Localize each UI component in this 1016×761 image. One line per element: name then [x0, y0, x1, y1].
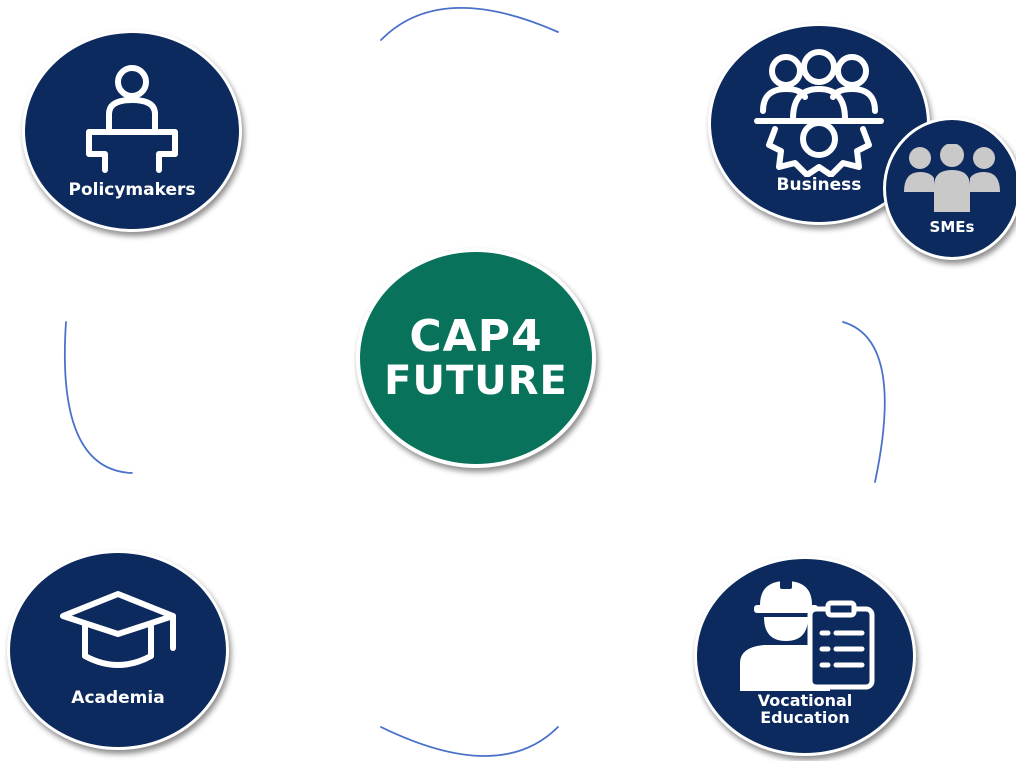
brand-line-2: FUTURE: [384, 358, 568, 404]
group-people-icon: [904, 143, 1000, 212]
smes-node: SMEs: [883, 117, 1016, 260]
people-gear-icon: [754, 49, 884, 178]
policymakers-label: Policymakers: [68, 180, 196, 201]
vocational-label-line-2: Education: [760, 708, 850, 727]
academia-label: Academia: [71, 688, 165, 709]
business-label: Business: [776, 175, 862, 196]
worker-clipboard-icon: [740, 577, 875, 692]
podium-speaker-icon: [86, 65, 178, 174]
policymakers-node: Policymakers: [22, 30, 242, 232]
connector-arc-top: [380, 6, 559, 41]
brand-wordmark: CAP4 FUTURE: [384, 311, 568, 404]
smes-label: SMEs: [929, 217, 975, 236]
graduation-cap-icon: [60, 591, 176, 668]
connector-arc-left: [63, 321, 133, 474]
vocational-label-line-1: Vocational: [757, 691, 853, 711]
cap4future-logo: CAP4 FUTURE: [356, 248, 596, 468]
brand-line-1: CAP4: [409, 311, 543, 362]
connector-arc-bottom: [380, 726, 559, 757]
academia-node: Academia: [7, 550, 229, 750]
vocational-education-label: Vocational Education: [757, 691, 853, 727]
vocational-education-node: Vocational Education: [694, 556, 916, 756]
business-node: Business: [708, 23, 930, 225]
connector-arc-right: [842, 321, 886, 483]
